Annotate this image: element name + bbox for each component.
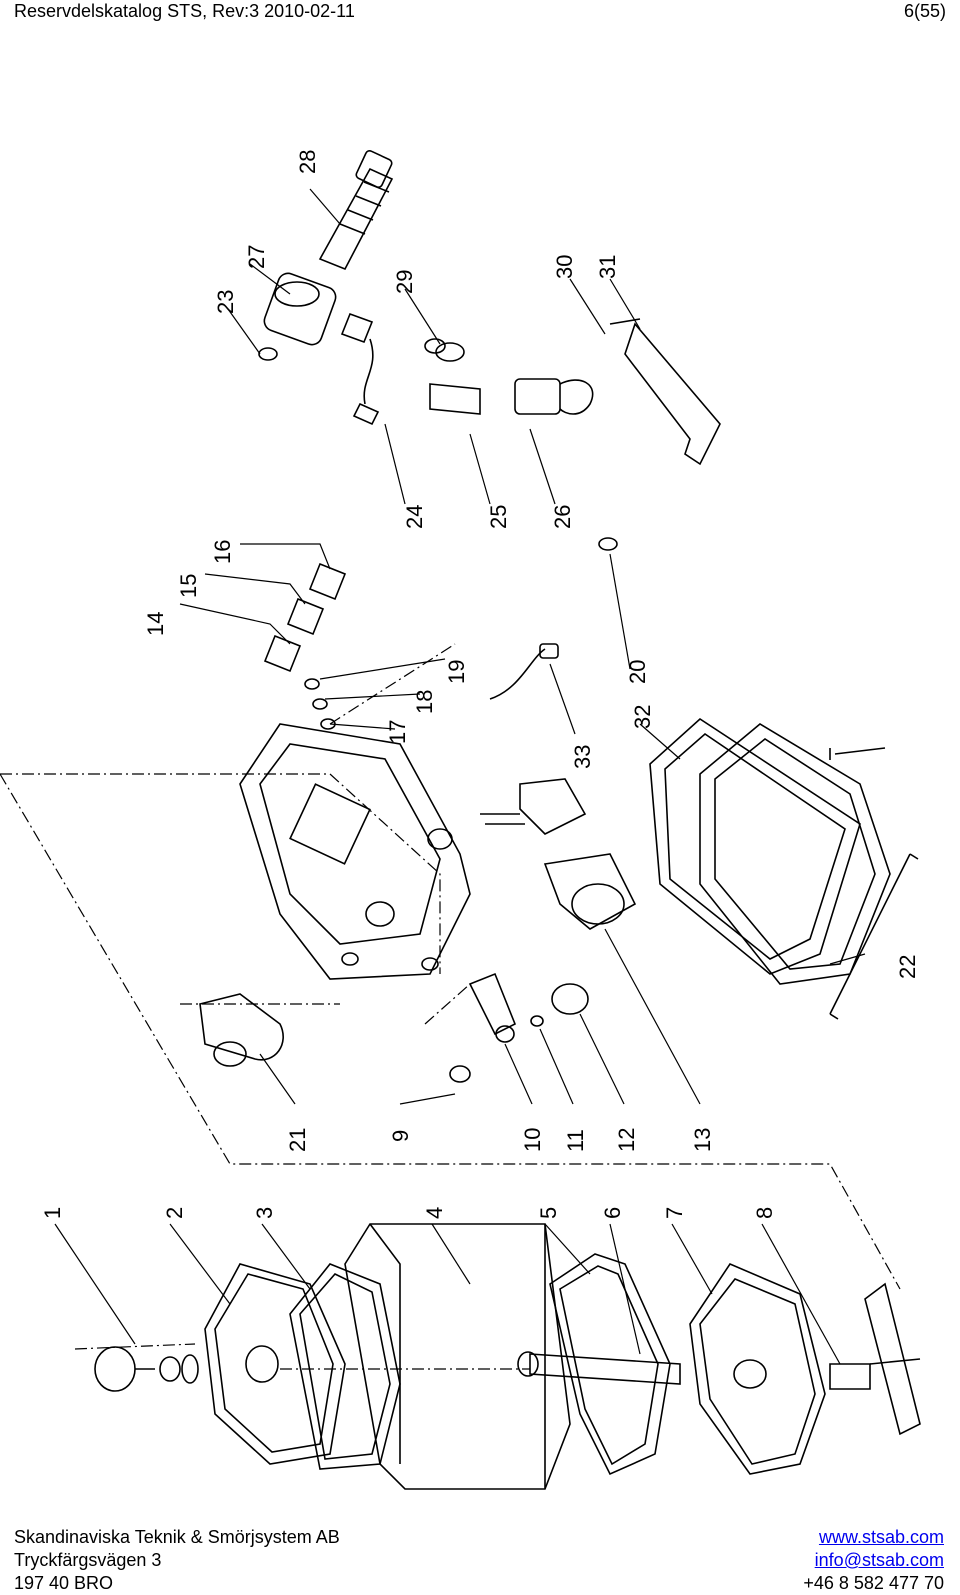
callout-25: 25 xyxy=(486,505,511,529)
exploded-parts-diagram: 1 2 3 4 5 6 7 8 9 10 11 12 13 14 15 16 1… xyxy=(0,150,921,1490)
phone-number: +46 8 582 477 70 xyxy=(803,1573,944,1593)
callout-21: 21 xyxy=(285,1128,310,1152)
callout-2: 2 xyxy=(162,1207,187,1219)
callout-4: 4 xyxy=(422,1207,447,1219)
callout-14: 14 xyxy=(143,612,168,636)
part-callouts: 1 2 3 4 5 6 7 8 9 10 11 12 13 14 15 16 1… xyxy=(40,150,920,1219)
callout-20: 20 xyxy=(625,660,650,684)
housing-assembly xyxy=(199,537,919,1083)
valve-assembly xyxy=(258,150,721,466)
email-link[interactable]: info@stsab.com xyxy=(814,1550,944,1570)
company-contact: www.stsab.com info@stsab.com +46 8 582 4… xyxy=(803,1526,944,1595)
callout-6: 6 xyxy=(600,1207,625,1219)
callout-23: 23 xyxy=(213,290,238,314)
page-header: Reservdelskatalog STS, Rev:3 2010-02-11 … xyxy=(0,0,960,24)
street-address: Tryckfärgsvägen 3 xyxy=(14,1550,162,1570)
callout-29: 29 xyxy=(392,270,417,294)
callout-3: 3 xyxy=(252,1207,277,1219)
callout-15: 15 xyxy=(176,574,201,598)
callout-12: 12 xyxy=(614,1128,639,1152)
callout-32: 32 xyxy=(630,705,655,729)
website-link[interactable]: www.stsab.com xyxy=(818,1527,944,1547)
document-title: Reservdelskatalog STS, Rev:3 2010-02-11 xyxy=(14,1,355,21)
page-footer: Skandinaviska Teknik & Smörjsystem AB Tr… xyxy=(0,1526,960,1593)
callout-1: 1 xyxy=(40,1207,65,1219)
callout-11: 11 xyxy=(563,1129,588,1152)
page-number: 6(55) xyxy=(903,1,946,21)
callout-17: 17 xyxy=(385,720,410,744)
callout-33: 33 xyxy=(570,745,595,769)
callout-8: 8 xyxy=(752,1207,777,1219)
company-name: Skandinaviska Teknik & Smörjsystem AB xyxy=(14,1527,340,1547)
callout-18: 18 xyxy=(412,690,437,714)
callout-26: 26 xyxy=(550,505,575,529)
callout-16: 16 xyxy=(210,540,235,564)
callout-22: 22 xyxy=(895,955,920,979)
postal-address: 197 40 BRO xyxy=(14,1573,114,1593)
company-address: Skandinaviska Teknik & Smörjsystem AB Tr… xyxy=(14,1526,340,1595)
callout-7: 7 xyxy=(662,1207,687,1219)
callout-9: 9 xyxy=(388,1130,413,1142)
callout-24: 24 xyxy=(402,505,427,529)
callout-27: 27 xyxy=(244,245,269,269)
callout-5: 5 xyxy=(536,1207,561,1219)
reservoir-assembly xyxy=(94,1223,921,1490)
callout-19: 19 xyxy=(444,660,469,684)
callout-30: 30 xyxy=(552,255,577,279)
callout-31: 31 xyxy=(595,255,620,279)
callout-28: 28 xyxy=(295,150,320,174)
callout-13: 13 xyxy=(690,1128,715,1152)
callout-10: 10 xyxy=(520,1128,545,1152)
